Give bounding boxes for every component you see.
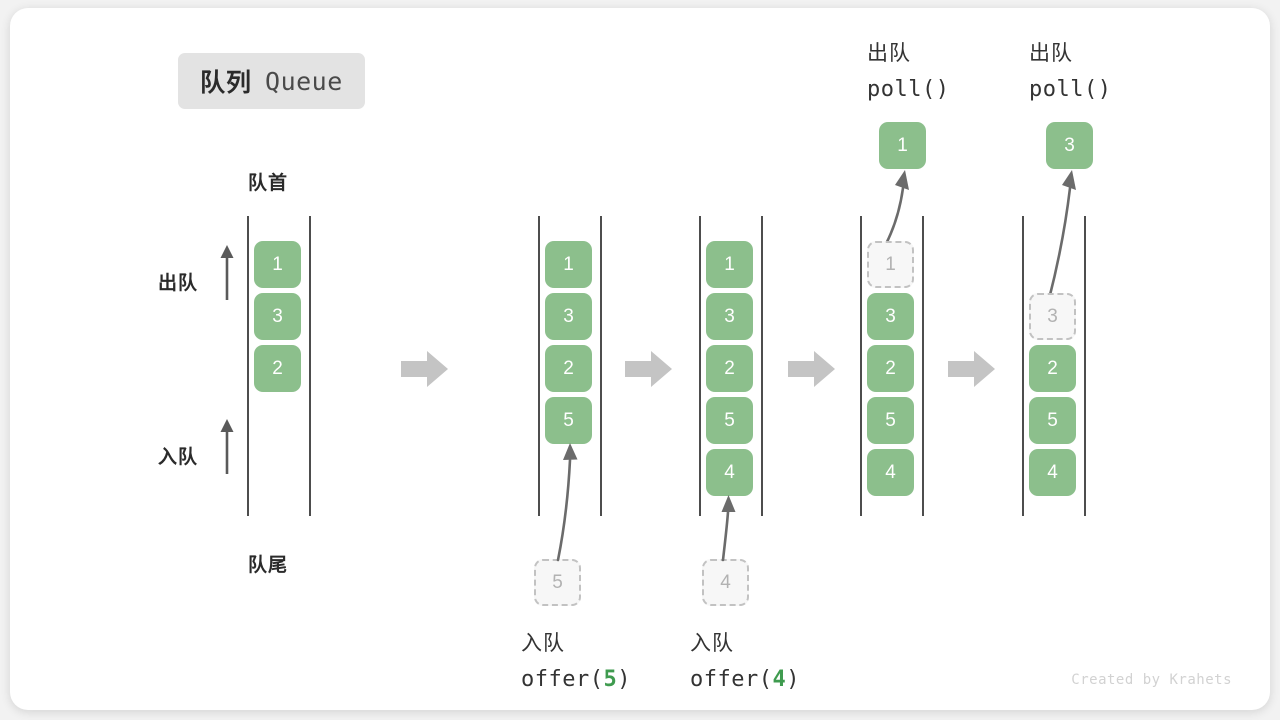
label-dequeue-side: 出队 [158,273,199,294]
queue-cell: 3 [867,293,914,340]
queue-rail-left-col2 [538,216,540,516]
dequeued-ghost-cell: 3 [1029,293,1076,340]
diagram-card: 队列 Queue 队首 出队 入队 队尾 1 3 2 [10,8,1270,710]
polled-value-cell: 3 [1046,122,1093,169]
operation-label-offer-5: 入队 offer(5) [521,626,631,698]
step-transition-arrow-icon [948,351,995,387]
queue-cell: 4 [867,449,914,496]
polled-value-cell: 1 [879,122,926,169]
operation-label-code: poll() [867,77,950,102]
queue-cell: 1 [706,241,753,288]
dequeue-flow-arrow-icon [1047,170,1076,301]
enqueue-flow-arrow-icon [721,495,736,562]
enqueue-flow-arrow-icon [556,443,578,562]
dequeue-direction-arrow-icon [220,245,234,300]
queue-rail-left-col1 [247,216,249,516]
step-transition-arrow-icon [625,351,672,387]
queue-rail-right-col5 [1084,216,1086,516]
operation-label-cn: 出队 [1029,42,1073,65]
queue-rail-right-col2 [600,216,602,516]
operation-label-cn: 入队 [521,632,565,655]
title-english: Queue [265,66,343,96]
queue-cell: 5 [867,397,914,444]
queue-cell: 5 [545,397,592,444]
queue-cell: 2 [1029,345,1076,392]
queue-rail-right-col3 [761,216,763,516]
queue-rail-left-col3 [699,216,701,516]
enqueue-direction-arrow-icon [220,419,234,474]
operation-label-offer-4: 入队 offer(4) [690,626,800,698]
queue-cell: 5 [706,397,753,444]
operation-label-code: offer(4) [690,667,800,692]
label-queue-head: 队首 [248,173,289,194]
queue-cell: 2 [867,345,914,392]
queue-cell: 2 [254,345,301,392]
operation-label-cn: 出队 [867,42,911,65]
queue-cell: 4 [706,449,753,496]
queue-cell: 3 [254,293,301,340]
operation-label-code: offer(5) [521,667,631,692]
queue-rail-right-col4 [922,216,924,516]
queue-cell: 2 [545,345,592,392]
label-queue-tail: 队尾 [248,555,289,576]
operation-label-code: poll() [1029,77,1112,102]
dequeue-flow-arrow-icon [884,170,909,246]
queue-cell: 1 [254,241,301,288]
step-transition-arrow-icon [401,351,448,387]
queue-cell: 1 [545,241,592,288]
queue-rail-left-col5 [1022,216,1024,516]
step-transition-arrow-icon [788,351,835,387]
queue-cell: 3 [706,293,753,340]
queue-cell: 5 [1029,397,1076,444]
label-enqueue-side: 入队 [158,447,199,468]
queue-cell: 2 [706,345,753,392]
dequeued-ghost-cell: 1 [867,241,914,288]
operation-label-cn: 入队 [690,632,734,655]
queue-cell: 4 [1029,449,1076,496]
operation-label-poll-1: 出队 poll() [867,36,949,108]
pending-enqueue-cell: 5 [534,559,581,606]
queue-rail-left-col4 [860,216,862,516]
queue-rail-right-col1 [309,216,311,516]
operation-label-poll-3: 出队 poll() [1029,36,1111,108]
attribution-footer: Created by Krahets [1071,672,1232,688]
diagram-title-badge: 队列 Queue [178,53,365,109]
title-chinese: 队列 [200,69,253,97]
queue-cell: 3 [545,293,592,340]
pending-enqueue-cell: 4 [702,559,749,606]
